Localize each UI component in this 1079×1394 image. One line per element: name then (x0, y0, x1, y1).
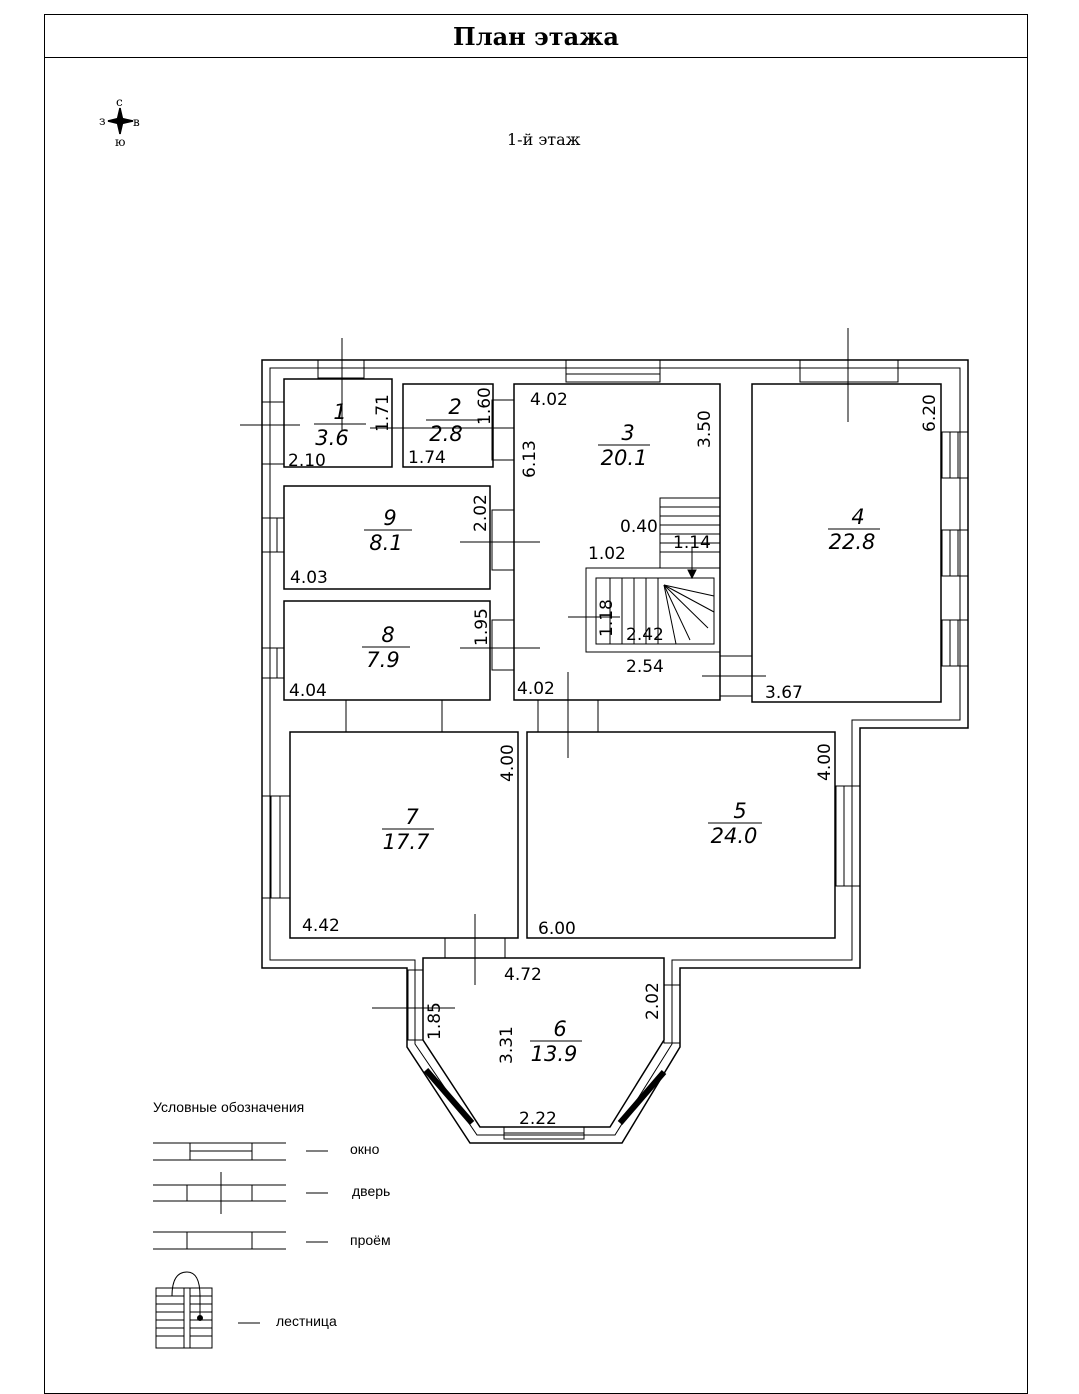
outer-wall-inner (269, 367, 961, 1136)
legend-stairs-label: лестница (276, 1313, 337, 1329)
svg-text:2.8: 2.8 (429, 422, 462, 446)
dim-r5-v: 4.00 (815, 743, 835, 781)
legend-symbols (153, 1142, 328, 1349)
svg-text:7: 7 (405, 805, 419, 829)
dim-r8-h: 4.04 (289, 681, 327, 701)
legend-door-label: дверь (352, 1183, 391, 1199)
dim-r3-bottom: 4.02 (517, 679, 555, 699)
svg-text:13.9: 13.9 (531, 1042, 578, 1066)
dim-r6-left: 1.85 (425, 1002, 445, 1040)
dim-r9-h: 4.03 (290, 568, 328, 588)
compass-south: ю (115, 135, 125, 149)
svg-text:4: 4 (851, 505, 864, 529)
compass-west: з (99, 114, 106, 128)
room-2-outline (402, 383, 494, 468)
dim-stair-f: 2.54 (626, 657, 664, 677)
dim-stair-d: 1.18 (597, 599, 617, 637)
svg-text:1: 1 (333, 400, 346, 424)
doors (240, 328, 849, 1009)
svg-text:20.1: 20.1 (601, 446, 648, 470)
room-9-label: 9 8.1 (364, 506, 412, 555)
room-8-label: 8 7.9 (362, 623, 410, 672)
dim-r4-v: 6.20 (920, 394, 940, 432)
dim-stair-e: 2.42 (626, 625, 664, 645)
room-1-label: 1 3.6 (314, 400, 366, 450)
dim-r7-h: 4.42 (302, 916, 340, 936)
room-6-label: 6 13.9 (530, 1017, 582, 1066)
dim-r6-top: 4.72 (504, 965, 542, 985)
dim-r3-top: 4.02 (530, 390, 568, 410)
page-title: План этажа (453, 21, 619, 51)
svg-text:22.8: 22.8 (829, 530, 876, 554)
svg-text:24.0: 24.0 (711, 824, 758, 848)
outer-wall-outline (261, 359, 969, 1144)
staircase (585, 497, 721, 653)
legend-opening-label: проём (350, 1232, 391, 1248)
compass-icon (107, 107, 134, 135)
dim-r3-right: 3.50 (695, 410, 715, 448)
svg-text:9: 9 (383, 506, 396, 530)
room-5-label: 5 24.0 (708, 799, 762, 848)
dim-r3-left: 6.13 (520, 440, 540, 478)
svg-text:8: 8 (381, 623, 394, 647)
svg-text:5: 5 (733, 799, 746, 823)
dim-r8-v: 1.95 (472, 608, 492, 646)
svg-text:17.7: 17.7 (383, 830, 430, 854)
dim-r9-v: 2.02 (471, 494, 491, 532)
compass-east: в (133, 115, 140, 129)
room-7-label: 7 17.7 (382, 805, 434, 854)
room-4-label: 4 22.8 (828, 505, 880, 554)
compass-north: с (116, 95, 123, 109)
dim-stair-b: 1.14 (673, 533, 711, 553)
legend-window-label: окно (350, 1141, 380, 1157)
dim-r4-h: 3.67 (765, 683, 803, 703)
legend-title: Условные обозначения (153, 1099, 305, 1115)
dim-r1-h: 2.10 (288, 451, 326, 471)
dim-stair-a: 0.40 (620, 517, 658, 537)
dim-r2-v: 1.60 (475, 387, 495, 425)
dim-r6-right: 2.02 (643, 982, 663, 1020)
svg-text:7.9: 7.9 (366, 648, 399, 672)
dim-r1-v: 1.71 (373, 394, 393, 432)
floor-label: 1-й этаж (507, 130, 581, 149)
dim-r2-h: 1.74 (408, 448, 446, 468)
dim-r7-v: 4.00 (498, 744, 518, 782)
svg-text:6: 6 (553, 1017, 566, 1041)
dim-stair-c: 1.02 (588, 544, 626, 564)
room-2-label: 2 2.8 (426, 395, 482, 446)
room-4-outline (751, 383, 942, 703)
svg-text:3: 3 (621, 421, 634, 445)
svg-text:3.6: 3.6 (315, 426, 348, 450)
svg-text:8.1: 8.1 (369, 531, 402, 555)
windows (261, 359, 969, 1140)
room-3-label: 3 20.1 (598, 421, 650, 470)
dim-r5-h: 6.00 (538, 919, 576, 939)
room-5-outline (526, 731, 836, 939)
title-bar: План этажа (44, 14, 1028, 58)
dim-r6-bottom: 2.22 (519, 1109, 557, 1129)
svg-text:2: 2 (448, 395, 461, 419)
dim-r6-inner: 3.31 (497, 1026, 517, 1064)
